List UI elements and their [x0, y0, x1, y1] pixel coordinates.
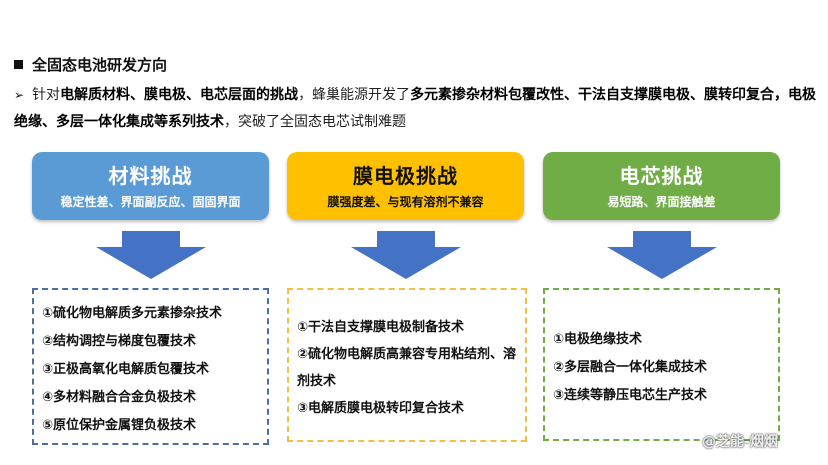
- card-subtitle: 易短路、界面接触差: [607, 195, 716, 209]
- card-title: 膜电极挑战: [353, 164, 458, 188]
- intro-tech: 多元素掺杂材料包覆改性、干法自支撑膜电极、膜转印复合，电极绝缘、多层一体化集成等…: [14, 87, 817, 130]
- list-item: ②硫化物电解质高兼容专用粘结剂、溶剂技术: [297, 347, 517, 389]
- down-arrow-icon: [351, 231, 461, 279]
- intro-targets: 电解质材料、膜电极、电芯层面的挑战: [60, 87, 299, 103]
- list-item: ③连续等静压电芯生产技术: [553, 388, 708, 403]
- list-item: ①硫化物电解质多元素掺杂技术: [42, 306, 223, 321]
- list-item: ③正极高氧化电解质包覆技术: [42, 362, 210, 377]
- list-item: ④多材料融合合金负极技术: [42, 390, 197, 405]
- list-item: ②结构调控与梯度包覆技术: [42, 334, 197, 349]
- arrow-bullet-icon: ➢: [14, 88, 25, 102]
- material-tech-list: ①硫化物电解质多元素掺杂技术 ②结构调控与梯度包覆技术 ③正极高氧化电解质包覆技…: [32, 288, 269, 445]
- watermark: @芝能-烟烟: [702, 434, 778, 450]
- down-arrow-icon: [607, 231, 717, 279]
- card-cell-challenge: 电芯挑战 易短路、界面接触差: [543, 152, 780, 220]
- list-item: ⑤原位保护金属锂负极技术: [42, 418, 197, 433]
- card-title: 电芯挑战: [619, 164, 704, 188]
- section-heading: 全固态电池研发方向: [14, 54, 167, 75]
- card-subtitle: 膜强度差、与现有溶剂不兼容: [327, 195, 484, 209]
- list-item: ①电极绝缘技术: [553, 332, 643, 347]
- electrode-tech-list: ①干法自支撑膜电极制备技术 ②硫化物电解质高兼容专用粘结剂、溶剂技术 ③电解质膜…: [287, 288, 527, 442]
- list-item: ③电解质膜电极转印复合技术: [297, 401, 465, 416]
- intro-end: ，突破了全固态电芯试制难题: [224, 114, 406, 130]
- card-material-challenge: 材料挑战 稳定性差、界面副反应、固固界面: [32, 152, 269, 220]
- cell-tech-list: ①电极绝缘技术 ②多层融合一体化集成技术 ③连续等静压电芯生产技术: [543, 288, 780, 441]
- card-title: 材料挑战: [108, 164, 193, 188]
- card-subtitle: 稳定性差、界面副反应、固固界面: [60, 195, 241, 209]
- intro-paragraph: ➢ 针对电解质材料、膜电极、电芯层面的挑战，蜂巢能源开发了多元素掺杂材料包覆改性、…: [14, 82, 820, 136]
- list-item: ②多层融合一体化集成技术: [553, 360, 708, 375]
- square-bullet-icon: [14, 60, 23, 69]
- list-item: ①干法自支撑膜电极制备技术: [297, 320, 465, 335]
- intro-lead: 针对: [32, 87, 61, 103]
- down-arrow-icon: [96, 231, 206, 279]
- heading-text: 全固态电池研发方向: [32, 56, 168, 74]
- card-electrode-challenge: 膜电极挑战 膜强度差、与现有溶剂不兼容: [287, 152, 524, 220]
- intro-mid: ，蜂巢能源开发了: [298, 87, 411, 103]
